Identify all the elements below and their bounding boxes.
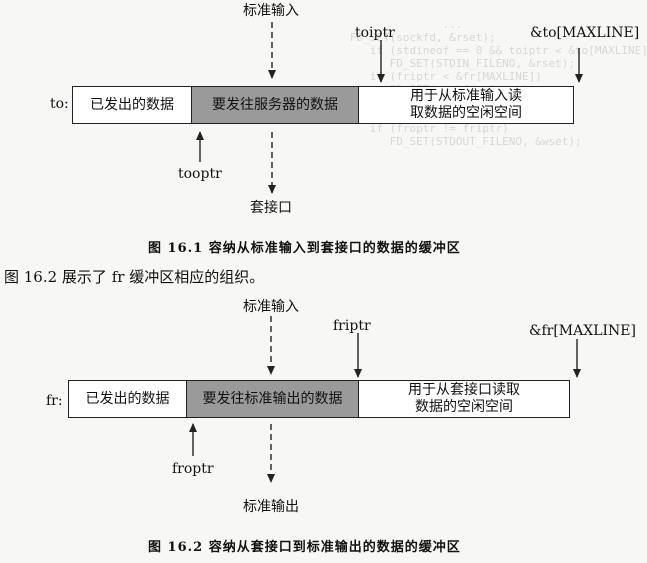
- fig2-stdout-label: 标准输出: [243, 499, 299, 515]
- fig1-sent-segment: 已发出的数据: [90, 96, 174, 113]
- fig2-sent-segment: 已发出的数据: [85, 390, 170, 407]
- fig2-row-label: fr:: [46, 393, 63, 409]
- body-paragraph: 图 16.2 展示了 fr 缓冲区相应的组织。: [4, 268, 265, 286]
- fig2-free-segment: 用于从套接口读取 数据的空闲空间: [358, 381, 569, 417]
- fig1-buffer: 已发出的数据 要发往服务器的数据 用于从标准输入读 取数据的空闲空间: [72, 86, 574, 124]
- fig1-end-label: &to[MAXLINE]: [530, 25, 640, 41]
- fig2-buffer: 已发出的数据 要发往标准输出的数据 用于从套接口读取 数据的空闲空间: [68, 380, 570, 418]
- fig2-pending-segment: 要发往标准输出的数据: [186, 381, 358, 417]
- fig2-caption: 图 16.2 容纳从套接口到标准输出的数据的缓冲区: [148, 540, 461, 555]
- fig2-end-label: &fr[MAXLINE]: [529, 323, 636, 339]
- fig1-pending-segment: 要发往服务器的数据: [191, 87, 358, 123]
- fig2-froptr-label: froptr: [172, 461, 214, 477]
- fig1-socket-label: 套接口: [250, 200, 292, 216]
- fig2-stdin-label: 标准输入: [243, 299, 299, 315]
- fig1-toiptr-label: toiptr: [355, 25, 395, 41]
- fig1-row-label: to:: [50, 96, 69, 112]
- fig2-friptr-label: friptr: [333, 318, 371, 334]
- fig1-stdin-label: 标准输入: [243, 3, 299, 19]
- fig1-free-segment: 用于从标准输入读 取数据的空闲空间: [358, 87, 573, 123]
- fig1-caption: 图 16.1 容纳从标准输入到套接口的数据的缓冲区: [148, 241, 461, 256]
- fig1-tooptr-label: tooptr: [178, 166, 222, 182]
